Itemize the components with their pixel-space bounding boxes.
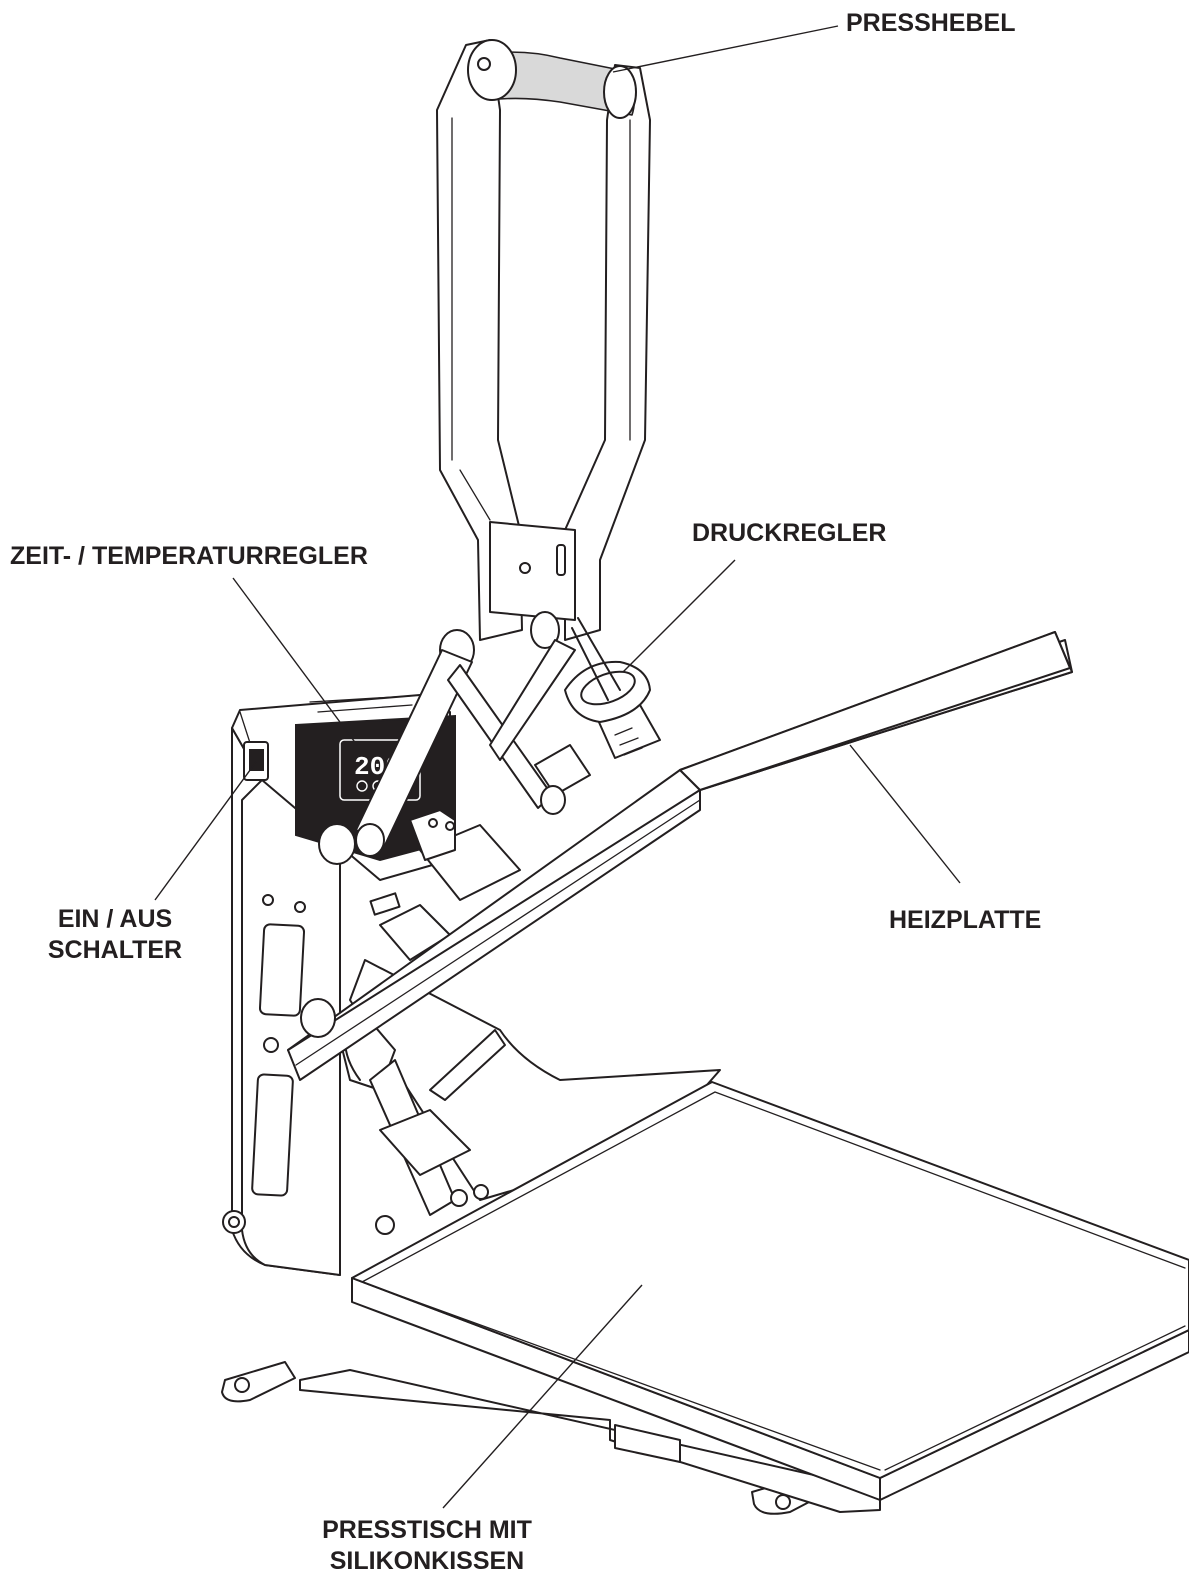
heat-platen bbox=[287, 631, 1073, 1101]
press-table bbox=[221, 959, 1189, 1515]
label-ein-aus-line2: SCHALTER bbox=[47, 936, 183, 964]
press-handle bbox=[300, 39, 651, 1038]
leader-lines bbox=[154, 25, 961, 1509]
label-presshebel: PRESSHEBEL bbox=[846, 8, 1015, 39]
linkage bbox=[339, 744, 591, 1235]
label-ein-aus-line1: EIN / AUS bbox=[57, 905, 173, 933]
leader-zeit bbox=[232, 577, 358, 746]
label-zeit-text: ZEIT- / TEMPERATURREGLER bbox=[10, 542, 368, 570]
side-frame bbox=[222, 727, 341, 1276]
label-heizplatte-text: HEIZPLATTE bbox=[889, 906, 1042, 934]
leader-presshebel bbox=[612, 25, 839, 73]
label-druckregler-text: DRUCKREGLER bbox=[692, 519, 887, 547]
label-zeit-temperaturregler: ZEIT- / TEMPERATURREGLER bbox=[10, 541, 368, 572]
label-druckregler: DRUCKREGLER bbox=[692, 518, 886, 549]
label-ein-aus-schalter: EIN / AUS SCHALTER bbox=[20, 904, 210, 966]
label-presstisch-line1: PRESSTISCH MIT bbox=[322, 1516, 532, 1544]
label-presstisch-line2: SILIKONKISSEN bbox=[329, 1547, 525, 1575]
leader-presstisch bbox=[442, 1284, 643, 1509]
label-heizplatte: HEIZPLATTE bbox=[889, 905, 1041, 936]
leader-ein-aus bbox=[154, 761, 257, 901]
label-presshebel-text: PRESSHEBEL bbox=[846, 9, 1016, 37]
label-presstisch: PRESSTISCH MIT SILIKONKISSEN bbox=[282, 1515, 572, 1577]
leader-druckregler bbox=[622, 559, 736, 673]
leader-heizplatte bbox=[849, 744, 961, 884]
